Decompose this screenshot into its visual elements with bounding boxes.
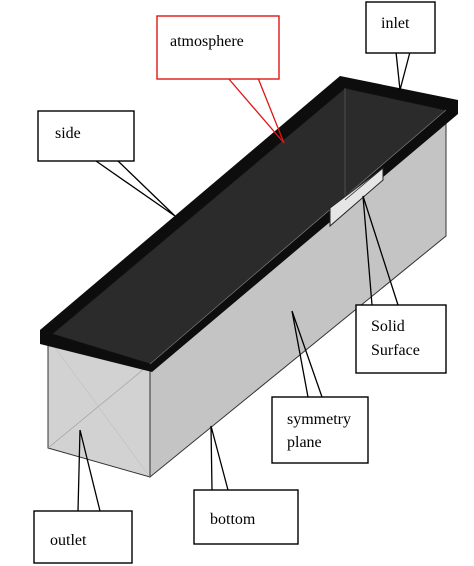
callout-bottom: bottom [193,489,299,545]
solid-surface-box [355,304,447,374]
outlet-diagonal [47,363,151,449]
outlet-box [33,510,133,564]
solid-surface-label-line1: Solid [371,318,405,335]
symmetry-plane-pointer [291,310,323,398]
callout-side: side [37,110,135,162]
solid-surface-edge [344,167,384,201]
bottom-box [193,489,299,545]
atmosphere-label: atmosphere [170,33,244,50]
callout-atmosphere: atmosphere [156,15,280,80]
inlet-box [365,1,436,54]
outlet-pointer [77,429,101,512]
solid-surface [329,166,384,228]
bottom-pointer [210,425,229,491]
pointer-lines [77,51,411,512]
callout-outlet: outlet [33,510,133,564]
inlet-pointer [395,51,411,91]
inlet-label: inlet [381,15,410,32]
symmetry-plane-box [271,396,369,464]
side-box [37,110,135,162]
atmosphere-pointer [227,77,285,144]
callout-solid-surface: Solid Surface [355,304,447,374]
channel-box [40,76,458,479]
atmosphere-box [156,15,280,80]
side-label: side [55,125,81,142]
symmetry-plane-label-line2: plane [287,434,322,451]
symmetry-plane-label-line1: symmetry [287,411,351,428]
outlet-label: outlet [50,532,87,549]
top-inner-edge [149,109,447,365]
side-pointer [95,160,176,217]
bottom-label: bottom [210,511,256,528]
solid-surface-label-line2: Surface [371,342,420,359]
solid-surface-pointer [362,195,399,306]
outlet-diagonal-2 [47,337,151,478]
callout-symmetry-plane: symmetry plane [271,396,369,464]
callout-inlet: inlet [365,1,436,54]
